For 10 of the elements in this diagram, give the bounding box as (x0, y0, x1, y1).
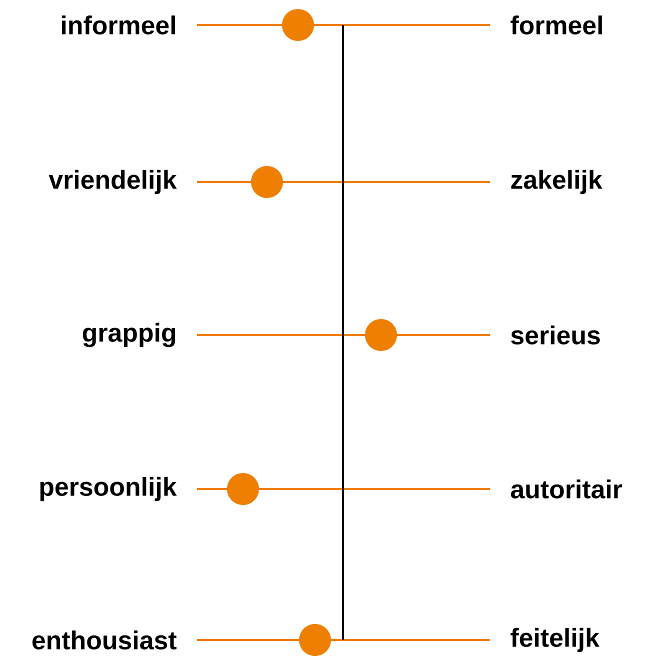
scale-label: grappig (82, 322, 176, 348)
scale-label: informeel (62, 16, 175, 35)
scale-label: vriendelijk (48, 170, 177, 194)
scale-label: autoritair (510, 480, 622, 498)
scale-label: serieus (511, 326, 600, 344)
scale-label: feitelijk (510, 628, 600, 652)
scale-label: enthousiast (32, 630, 176, 650)
scale-label: persoonlijk (40, 476, 177, 502)
scale-label: zakelijk (511, 170, 602, 194)
scale-label: formeel (510, 16, 602, 35)
